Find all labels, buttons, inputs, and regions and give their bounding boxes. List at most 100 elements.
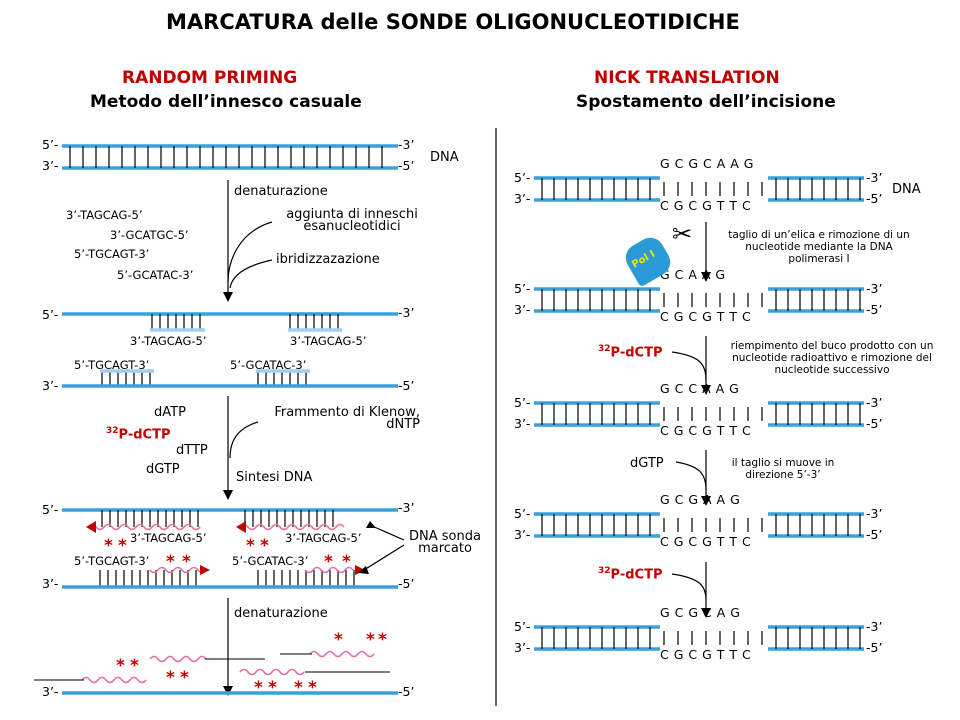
left-dna1-top-3end: -3’ (398, 137, 415, 152)
nick-curve-dctp-1 (671, 351, 707, 381)
labelled-probe-strand (304, 566, 354, 574)
reagent-dttp: dTTP (176, 443, 208, 458)
random-priming-heading: RANDOM PRIMING (122, 68, 298, 88)
left-arrow-2-head (223, 490, 233, 500)
radioactive-star: * (182, 552, 191, 572)
free-primer-2: 3’-GCATGC-5’ (110, 228, 189, 242)
radioactive-star: * (324, 552, 333, 572)
probe-pointer-head (358, 566, 369, 574)
nick-curve-dgtp (675, 461, 707, 491)
probe-primer-bottom-2: 5’-GCATAC-3’ (232, 554, 309, 568)
left-dna2-bottom-3end: 3’- (42, 378, 59, 393)
radioactive-star: * (104, 536, 113, 556)
radioactive-star: * (366, 630, 375, 650)
nick-stage-5end-right: -5’ (866, 640, 883, 655)
right-reagent-32p-dctp-2: 32P-dCTP (598, 566, 662, 582)
left-dna4-bottom-5end: -5’ (398, 684, 415, 699)
reagent-32p-dctp: 32P-dCTP (106, 426, 170, 442)
klenow-label: Frammento di Klenow, dNTP (274, 405, 420, 432)
free-probe-fragment (81, 676, 147, 684)
nick-stage-top-sequence: G C C A A G (660, 381, 740, 396)
nick-stage-3end: 3’- (514, 527, 531, 542)
isotope-32: 32 (598, 566, 611, 576)
dctp-text: P-dCTP (610, 345, 663, 361)
radioactive-star: * (180, 668, 189, 688)
nick-stage-3end-right: -3’ (866, 619, 883, 634)
probe-arrowhead (355, 565, 365, 575)
right-dna-label: DNA (892, 182, 921, 197)
step-hybridization: ibridizzazazione (276, 252, 380, 267)
nick-stage-5end: 5’- (514, 619, 531, 634)
radioactive-star: * (308, 678, 317, 698)
scissors-icon: ✂ (672, 220, 693, 248)
nick-stage-3end-right: -3’ (866, 506, 883, 521)
free-probe-fragment (309, 650, 375, 658)
nick-stage-3end-right: -3’ (866, 395, 883, 410)
nick-stage-5end-right: -5’ (866, 302, 883, 317)
radioactive-star: * (130, 656, 139, 676)
nick-arrow-3-head (701, 496, 711, 506)
nick-stage-3end: 3’- (514, 416, 531, 431)
labelled-probe-strand (239, 523, 345, 531)
probe-primer-top-2: 3’-TAGCAG-5’ (285, 531, 362, 545)
free-probe-fragment (239, 668, 305, 676)
caption-fill: riempimento del buco prodotto con un nuc… (730, 340, 934, 376)
bound-primer-top-2: 3’-TAGCAG-5’ (290, 334, 367, 348)
nick-stage-bottom-sequence: C G C G T T C (660, 423, 752, 438)
nick-stage-top-sequence: G C G A A G (660, 492, 741, 507)
left-dna-label: DNA (430, 150, 459, 165)
free-probe-fragment (149, 655, 207, 663)
left-curve-hybrid (229, 259, 273, 289)
dctp-text: P-dCTP (118, 427, 171, 443)
left-curve-klenow (229, 421, 259, 459)
left-dna4-bottom-3end: 3’- (42, 684, 59, 699)
step-denaturazione-2: denaturazione (234, 606, 328, 621)
probe-pointer-head (366, 521, 376, 528)
nick-stage-5end-right: -5’ (866, 527, 883, 542)
nick-stage-5end: 5’- (514, 395, 531, 410)
nick-translation-heading: NICK TRANSLATION (594, 68, 780, 88)
left-dna1-bottom-3end: 3’- (42, 158, 59, 173)
nick-stage-top-sequence: G C A A G (660, 267, 726, 282)
nick-stage-3end: 3’- (514, 302, 531, 317)
nick-stage-3end-right: -3’ (866, 281, 883, 296)
dctp-text: P-dCTP (610, 567, 663, 583)
labelled-probe-strand (149, 566, 207, 574)
radioactive-star: * (166, 668, 175, 688)
radioactive-star: * (254, 678, 263, 698)
left-dna3-bottom-5end: -5’ (398, 576, 415, 591)
nick-curve-dctp-2 (671, 573, 707, 601)
left-dna1-top-5end: 5’- (42, 137, 59, 152)
nick-stage-3end: 3’- (514, 640, 531, 655)
probe-arrowhead (200, 565, 210, 575)
isotope-32: 32 (598, 344, 611, 354)
isotope-32: 32 (106, 426, 119, 436)
nick-stage-bottom-sequence: C G C G T T C (660, 198, 752, 213)
nick-arrow-2-head (701, 385, 711, 395)
left-arrow-3-head (223, 686, 233, 696)
nick-stage-5end: 5’- (514, 170, 531, 185)
nick-stage-3end: 3’- (514, 191, 531, 206)
left-dna2-top-5end: 5’- (42, 307, 59, 322)
nick-stage-bottom-sequence: C G C G T T C (660, 534, 752, 549)
right-reagent-dgtp: dGTP (630, 456, 664, 471)
left-dna2-top-3end: -3’ (398, 305, 415, 320)
nick-stage-5end: 5’- (514, 281, 531, 296)
step-denaturazione-1: denaturazione (234, 184, 328, 199)
left-curve-primers (227, 221, 273, 283)
page-title: MARCATURA delle SONDE OLIGONUCLEOTIDICHE (166, 10, 740, 34)
step-add-primers: aggiunta di inneschi esanucleotidici (286, 207, 418, 234)
bound-primer-bottom-2: 5’-GCATAC-3’ (230, 358, 307, 372)
nick-stage-5end: 5’- (514, 506, 531, 521)
left-arrow-1-head (223, 292, 233, 302)
nick-stage-bottom-sequence: C G C G T T C (660, 309, 752, 324)
nick-stage-bottom-sequence: C G C G T T C (660, 647, 752, 662)
radioactive-star: * (268, 678, 277, 698)
radioactive-star: * (118, 536, 127, 556)
nick-stage-top-sequence: G C G C A G (660, 605, 741, 620)
probe-arrowhead (236, 521, 246, 533)
free-primer-3: 5’-TGCAGT-3’ (74, 247, 150, 261)
synthesis-label: Sintesi DNA (236, 470, 313, 485)
left-dna3-bottom-3end: 3’- (42, 576, 59, 591)
free-primer-1: 3’-TAGCAG-5’ (66, 208, 143, 222)
